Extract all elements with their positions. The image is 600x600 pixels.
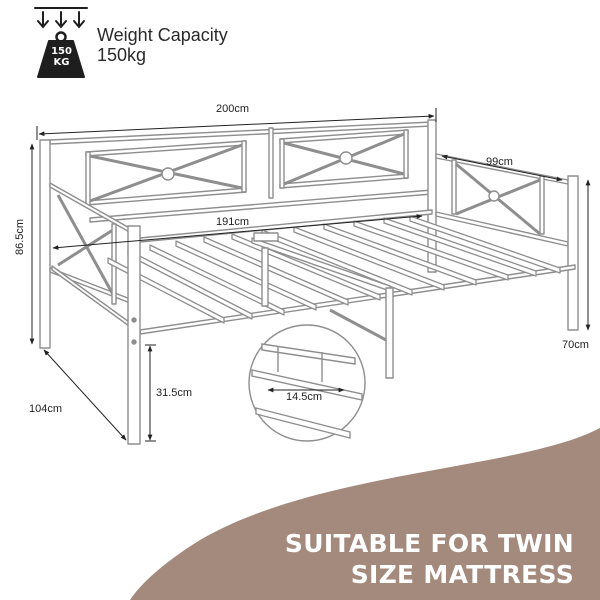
dim-under-bed-clearance: 31.5cm (156, 387, 193, 399)
dim-total-length: 200cm (216, 103, 250, 115)
dimension-lines (29, 108, 591, 442)
weight-badge-number: 150 (51, 46, 72, 57)
weight-badge-label: 150 KG (45, 46, 78, 68)
dim-depth: 104cm (29, 403, 63, 415)
dim-total-height: 86.5cm (14, 218, 26, 256)
down-arrows-icon (34, 7, 88, 29)
dim-arm-height: 70cm (562, 339, 589, 351)
dim-arm-width: 99cm (486, 156, 513, 168)
weight-capacity-title: Weight Capacity (97, 25, 228, 45)
banner-line-1: SUITABLE FOR TWIN (284, 529, 574, 558)
dim-slat-spacing: 14.5cm (286, 391, 323, 403)
weight-capacity-text: Weight Capacity 150kg (97, 25, 228, 65)
banner-background (130, 428, 600, 600)
weight-badge-unit: KG (53, 57, 70, 68)
weight-badge-icon (34, 7, 88, 78)
dim-inner-length: 191cm (216, 216, 250, 228)
banner-line-2: SIZE MATTRESS (350, 560, 574, 589)
slat-detail-circle (248, 324, 366, 442)
weight-capacity-value: 150kg (97, 45, 147, 65)
mattress-banner: SUITABLE FOR TWIN SIZE MATTRESS (285, 528, 574, 590)
